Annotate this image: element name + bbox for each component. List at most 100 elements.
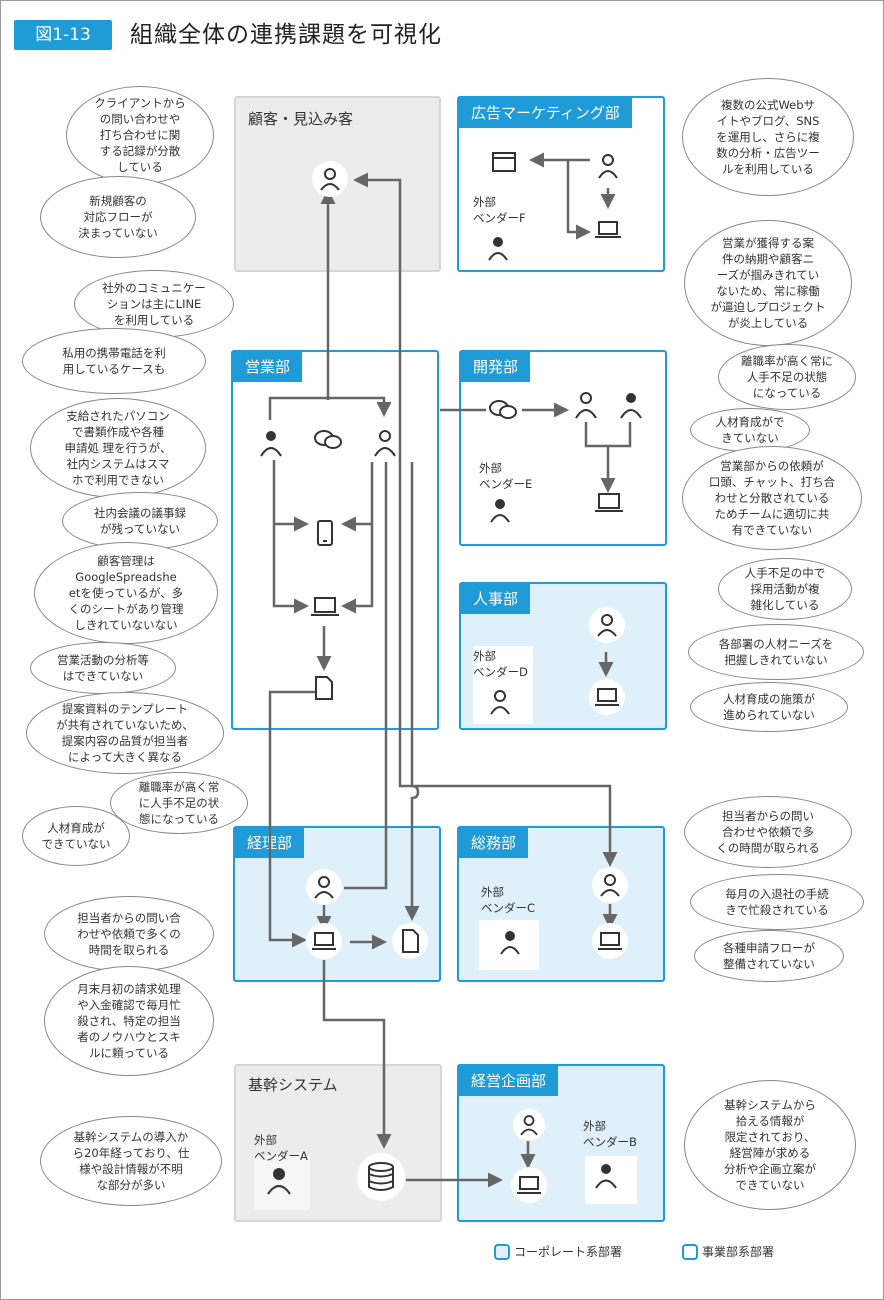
issue-bubble: 提案資料のテンプレート が共有されていないため、 提案内容の品質が担当者 によっ… bbox=[26, 692, 224, 774]
dept-title-marketing: 広告マーケティング部 bbox=[459, 98, 632, 128]
issue-text: 支給されたパソコン で書類作成や各種 申請処 理を行うが、 社内システムはスマ … bbox=[64, 409, 172, 487]
website-window-icon bbox=[492, 152, 516, 172]
issue-bubble: 離職率が高く常 に人手不足の状 態になっている bbox=[110, 772, 248, 834]
dev-chat-icon bbox=[488, 398, 518, 422]
core-system: 基幹システム 外部 ベンダーA bbox=[234, 1064, 442, 1222]
issue-bubble: 営業活動の分析等 はできていない bbox=[30, 642, 176, 694]
issue-bubble: 人材育成がで きていない bbox=[690, 408, 810, 452]
issue-text: 離職率が高く常 に人手不足の状 態になっている bbox=[138, 780, 220, 826]
dev-laptop-icon bbox=[594, 492, 624, 514]
vendor-b-label: 外部 ベンダーB bbox=[583, 1119, 637, 1149]
vendor-c-person-icon bbox=[498, 928, 522, 956]
vendor-d-person-icon bbox=[488, 688, 512, 716]
vendor-d-label: 外部 ベンダーD bbox=[473, 649, 528, 679]
issue-bubble: 各部署の人材ニーズを 把握しきれていない bbox=[688, 624, 864, 680]
general-person-icon bbox=[591, 866, 629, 904]
issue-text: 各部署の人材ニーズを 把握しきれていない bbox=[718, 637, 834, 667]
issue-text: 社外のコミュニケー ションは主にLINE を利用している bbox=[102, 281, 206, 327]
dept-title-customer: 顧客・見込み客 bbox=[248, 110, 354, 128]
sales-document-icon bbox=[314, 676, 334, 700]
issue-text: 担当者からの問い 合わせや依頼で多 くの時間が取られる bbox=[716, 809, 820, 855]
issue-text: 人手不足の中で 採用活動が複 雑化している bbox=[744, 566, 826, 612]
sales-person-right-icon bbox=[372, 428, 398, 458]
issue-bubble: 複数の公式Webサ イトやブログ、SNS を運用し、さらに複 数の分析・広告ツー… bbox=[682, 78, 854, 196]
issue-text: 担当者からの問い合 わせや依頼で多くの 時間を取られる bbox=[77, 911, 181, 957]
hr-person-icon bbox=[588, 606, 626, 644]
dept-title-hr: 人事部 bbox=[461, 584, 531, 614]
marketing-person-icon bbox=[596, 152, 620, 180]
issue-bubble: 社内会議の議事録 が残っていない bbox=[62, 492, 218, 550]
vendor-f-label: 外部 ベンダーF bbox=[473, 195, 526, 225]
dev-person-right-icon bbox=[618, 390, 644, 420]
dev-person-left-icon bbox=[573, 390, 599, 420]
general-laptop-icon bbox=[591, 922, 629, 960]
core-system-title: 基幹システム bbox=[248, 1076, 338, 1094]
customer-person-icon bbox=[311, 160, 349, 198]
issue-text: 人材育成が できていない bbox=[41, 821, 111, 851]
vendor-f-person-icon bbox=[486, 234, 510, 262]
dept-title-sales: 営業部 bbox=[233, 352, 303, 382]
issue-bubble: 顧客管理は GoogleSpreadshe etを使っているが、多 くのシートが… bbox=[34, 542, 218, 644]
issue-text: 毎月の入退社の手続 きで忙殺されている bbox=[725, 887, 829, 917]
dept-corporate-planning: 経営企画部 外部 ベンダーB bbox=[457, 1064, 665, 1222]
issue-text: 基幹システムから 拾える情報が 限定されており、 経営陣が求める 分析や企画立案… bbox=[724, 1098, 816, 1192]
issue-text: 営業が獲得する案 件の納期や顧客ニ ーズが掴みきれてい ないため、常に稼働 が逼… bbox=[710, 236, 826, 330]
accounting-document-icon bbox=[391, 922, 429, 960]
dept-title-development: 開発部 bbox=[461, 352, 531, 382]
issue-text: クライアントから の問い合わせや 打ち合わせに関 する記録が分散 している bbox=[94, 96, 186, 174]
marketing-laptop-icon bbox=[594, 220, 622, 240]
issue-text: 人材育成がで きていない bbox=[715, 415, 785, 445]
legend-corporate-label: コーポレート系部署 bbox=[514, 1245, 623, 1259]
legend-business-label: 事業部系部署 bbox=[702, 1245, 775, 1259]
vendor-c-label: 外部 ベンダーC bbox=[481, 885, 536, 915]
issue-text: 顧客管理は GoogleSpreadshe etを使っているが、多 くのシートが… bbox=[68, 554, 184, 632]
figure-title: 組織全体の連携課題を可視化 bbox=[130, 22, 442, 48]
dept-general-affairs: 総務部 外部 ベンダーC bbox=[457, 826, 665, 982]
issue-bubble: 営業が獲得する案 件の納期や顧客ニ ーズが掴みきれてい ないため、常に稼働 が逼… bbox=[684, 220, 852, 346]
vendor-b-person-icon bbox=[592, 1160, 620, 1190]
issue-bubble: 基幹システムから 拾える情報が 限定されており、 経営陣が求める 分析や企画立案… bbox=[684, 1080, 856, 1210]
issue-bubble: 基幹システムの導入か ら20年経っており、仕 様や設計情報が不明 な部分が多い bbox=[40, 1116, 222, 1206]
issue-bubble: 担当者からの問い合 わせや依頼で多くの 時間を取られる bbox=[44, 896, 214, 972]
vendor-b-box bbox=[585, 1156, 637, 1204]
issue-bubble: 営業部からの依頼が 口頭、チャット、打ち合 わせと分散されている ためチームに適… bbox=[682, 446, 862, 550]
planning-laptop-icon bbox=[510, 1166, 548, 1204]
sales-laptop-icon bbox=[310, 596, 340, 618]
legend-corporate-swatch bbox=[494, 1244, 510, 1260]
figure-number-label: 図1-13 bbox=[14, 20, 112, 50]
accounting-laptop-icon bbox=[305, 922, 343, 960]
dept-title-corporate-planning: 経営企画部 bbox=[459, 1066, 559, 1096]
hr-laptop-icon bbox=[588, 678, 626, 716]
vendor-a-label: 外部 ベンダーA bbox=[254, 1133, 308, 1163]
issue-bubble: 各種申請フローが 整備されていない bbox=[694, 930, 844, 982]
vendor-e-label: 外部 ベンダーE bbox=[479, 461, 533, 491]
issue-text: 基幹システムの導入か ら20年経っており、仕 様や設計情報が不明 な部分が多い bbox=[72, 1130, 190, 1192]
issue-text: 離職率が高く常に 人手不足の状態 になっている bbox=[741, 354, 833, 400]
issue-bubble: クライアントから の問い合わせや 打ち合わせに関 する記録が分散 している bbox=[66, 86, 214, 184]
vendor-c-box bbox=[479, 920, 539, 970]
issue-bubble: 人手不足の中で 採用活動が複 雑化している bbox=[718, 558, 852, 620]
issue-bubble: 毎月の入退社の手続 きで忙殺されている bbox=[690, 874, 864, 930]
issue-bubble: 支給されたパソコン で書類作成や各種 申請処 理を行うが、 社内システムはスマ … bbox=[30, 398, 206, 498]
sales-person-left-icon bbox=[258, 428, 284, 458]
dept-sales: 営業部 bbox=[231, 350, 439, 730]
issue-text: 営業部からの依頼が 口頭、チャット、打ち合 わせと分散されている ためチームに適… bbox=[708, 459, 836, 537]
issue-bubble: 担当者からの問い 合わせや依頼で多 くの時間が取られる bbox=[684, 796, 852, 868]
issue-bubble: 私用の携帯電話を利 用しているケースも bbox=[22, 328, 206, 394]
vendor-a-box bbox=[254, 1156, 310, 1210]
issue-text: 社内会議の議事録 が残っていない bbox=[94, 506, 186, 536]
issue-bubble: 離職率が高く常に 人手不足の状態 になっている bbox=[718, 344, 856, 410]
issue-bubble: 月末月初の請求処理 や入金確認で毎月忙 殺され、特定の担当 者のノウハウとスキ … bbox=[44, 966, 214, 1076]
vendor-e-person-icon bbox=[488, 496, 512, 524]
vendor-d-box bbox=[473, 646, 533, 724]
issue-text: 新規顧客の 対応フローが 決まっていない bbox=[78, 194, 158, 240]
issue-text: 複数の公式Webサ イトやブログ、SNS を運用し、さらに複 数の分析・広告ツー… bbox=[716, 98, 820, 176]
issue-text: 提案資料のテンプレート が共有されていないため、 提案内容の品質が担当者 によっ… bbox=[56, 702, 194, 764]
dept-hr: 人事部 外部 ベンダーD bbox=[459, 582, 667, 730]
issue-text: 人材育成の施策が 進められていない bbox=[723, 692, 815, 722]
dept-development: 開発部 外部 ベンダーE bbox=[459, 350, 667, 546]
issue-bubble: 人材育成が できていない bbox=[22, 806, 130, 866]
issue-bubble: 人材育成の施策が 進められていない bbox=[690, 682, 848, 732]
issue-text: 月末月初の請求処理 や入金確認で毎月忙 殺され、特定の担当 者のノウハウとスキ … bbox=[77, 982, 181, 1060]
